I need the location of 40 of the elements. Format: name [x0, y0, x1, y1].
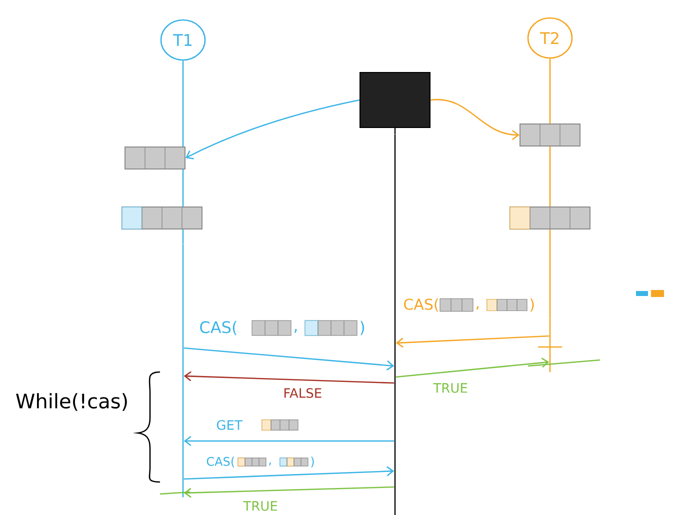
- arrow: [186, 99, 360, 160]
- edge-label: TRUE: [242, 500, 279, 512]
- connector-line: [182, 170, 184, 206]
- arrow: [396, 358, 550, 378]
- arrow: [184, 466, 394, 480]
- array-box: [510, 206, 590, 230]
- edge-label: CAS(: [205, 456, 236, 468]
- punctuation: ): [360, 320, 364, 336]
- lifeline: [549, 318, 551, 372]
- punctuation: ,: [476, 306, 479, 310]
- punctuation: ,: [269, 462, 271, 466]
- code-label: While(!cas): [16, 393, 127, 411]
- thread-bubble: T2: [527, 17, 573, 59]
- edge-label: TRUE: [432, 382, 469, 394]
- edge-label: CAS(: [402, 297, 440, 313]
- array-box: [124, 146, 186, 170]
- lifeline: [394, 134, 396, 515]
- connector-line: [549, 146, 551, 206]
- array-box: [520, 124, 580, 146]
- lifeline: [182, 244, 184, 498]
- punctuation: ): [530, 298, 534, 312]
- arrow: [184, 436, 394, 446]
- connector-line: [182, 230, 184, 244]
- array-box: [122, 206, 202, 230]
- punctuation: ): [311, 456, 314, 468]
- arrow: [184, 347, 394, 370]
- memory-block: [360, 72, 430, 128]
- arrow: [396, 335, 550, 348]
- arrow: [184, 371, 394, 384]
- arrow: [184, 486, 394, 498]
- arrow: [430, 99, 520, 140]
- connector-line: [394, 128, 396, 134]
- thread-bubble: T1: [160, 19, 206, 61]
- edge-label: CAS(: [198, 320, 239, 336]
- edge-label: FALSE: [282, 387, 324, 399]
- punctuation: ,: [294, 329, 297, 333]
- connector-line: [549, 58, 551, 124]
- edge-label: GET: [215, 419, 244, 431]
- connector-line: [549, 230, 551, 318]
- connector-line: [182, 60, 184, 146]
